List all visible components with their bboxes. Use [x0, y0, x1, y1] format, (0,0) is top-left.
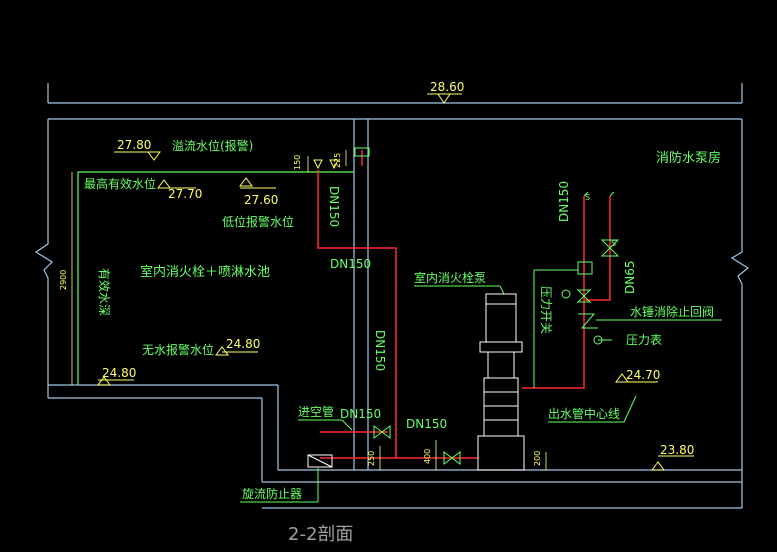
pipe-size-riser-lower: DN150 — [373, 330, 387, 371]
floor-elev-triangle — [651, 461, 665, 471]
elev-overflow: 27.80 — [117, 138, 151, 152]
pipe-size-discharge: DN150 — [557, 181, 571, 222]
discharge-top-marker: S — [585, 193, 590, 202]
tank-sleeve-top — [354, 147, 370, 157]
check-valve-symbol — [578, 313, 598, 329]
structure — [34, 83, 750, 509]
label-room: 消防水泵房 — [656, 150, 721, 166]
label-outlet-center: 出水管中心线 — [548, 406, 620, 421]
section-title: 2-2剖面 — [288, 524, 353, 545]
overflow-funnel — [313, 159, 323, 170]
suction-valve-2a — [443, 451, 453, 465]
outlet-leader — [623, 395, 637, 423]
dim-tank-depth: 2900 — [59, 270, 68, 290]
elevation-markers — [97, 93, 694, 471]
suction-valve-1b — [381, 425, 391, 439]
overflow-funnel-2 — [329, 159, 339, 170]
pressure-switch-box — [577, 261, 593, 275]
branch-valve-top — [600, 239, 620, 249]
branch-link — [584, 246, 611, 301]
vortex-preventer-symbol — [307, 454, 333, 468]
overflow-elev-triangle — [147, 151, 161, 161]
elev-max-effective: 27.70 — [168, 187, 202, 201]
dim-150: 150 — [293, 155, 302, 170]
discharge-stub-top — [583, 191, 589, 197]
suction-valve-2b — [451, 451, 461, 465]
pump-base — [477, 435, 525, 471]
pipework — [317, 150, 611, 459]
discharge-pipe — [522, 330, 585, 389]
vortex-preventer-cross — [307, 454, 333, 468]
elev-no-water: 24.80 — [226, 337, 260, 351]
dim-200: 200 — [533, 451, 542, 466]
label-pump: 室内消火栓泵 — [414, 270, 486, 285]
riser-pipe — [317, 170, 397, 458]
suction-valve-1a — [373, 425, 383, 439]
roof-elev-triangle — [437, 93, 451, 104]
discharge-valve-bottom — [576, 295, 592, 303]
label-pool: 室内消火栓＋喷淋水池 — [140, 264, 270, 280]
label-pressure-switch: 压力开关 — [539, 286, 553, 334]
bottom-elev-triangle — [97, 376, 111, 386]
low-elev-triangle — [239, 177, 253, 187]
elev-floor: 23.80 — [660, 443, 694, 457]
branch-top-marker: S — [611, 239, 616, 248]
dim-225: 225 — [333, 153, 342, 168]
label-no-water: 无水报警水位 — [142, 342, 214, 357]
label-low-alarm: 低位报警水位 — [222, 214, 294, 229]
pump-leader-tip — [499, 285, 505, 295]
label-vortex-preventer: 旋流防止器 — [242, 486, 302, 501]
branch-stub-top — [609, 191, 615, 197]
pipe-size-branch: DN65 — [623, 261, 637, 295]
elev-tank-bottom: 24.80 — [102, 366, 136, 380]
fire-pump — [477, 293, 525, 471]
right-wall — [730, 119, 750, 508]
discharge-valve-top — [576, 289, 592, 297]
branch-valve-bottom — [600, 247, 620, 257]
pipe-size-suction-left: DN150 — [340, 407, 381, 421]
pressure-switch-symbol — [561, 289, 571, 299]
pipe-size-suction-right: DN150 — [406, 417, 447, 431]
left-wall — [34, 119, 53, 398]
dimension-ticks — [71, 150, 547, 470]
elev-roof: 28.60 — [430, 80, 464, 94]
label-overflow-level: 溢流水位(报警) — [172, 138, 253, 153]
dim-400: 400 — [423, 449, 432, 464]
dim-250: 250 — [367, 451, 376, 466]
elev-outlet-center: 24.70 — [626, 368, 660, 382]
elev-low-alarm: 27.60 — [244, 193, 278, 207]
label-effective-volume: 有效水深 — [97, 268, 112, 316]
fittings — [307, 147, 620, 468]
vent-leader-tip — [341, 419, 353, 431]
label-max-effective: 最高有效水位 — [84, 176, 156, 191]
pipe-size-riser-mid: DN150 — [330, 257, 371, 271]
nowater-elev-triangle — [215, 346, 229, 356]
label-pressure-gauge: 压力表 — [626, 333, 662, 347]
label-check-valve: 水锤消除止回阀 — [630, 304, 714, 319]
pipe-size-riser-upper: DN150 — [327, 186, 341, 227]
label-vent-pipe: 进空管 — [298, 404, 334, 419]
leader-lines — [240, 285, 722, 503]
